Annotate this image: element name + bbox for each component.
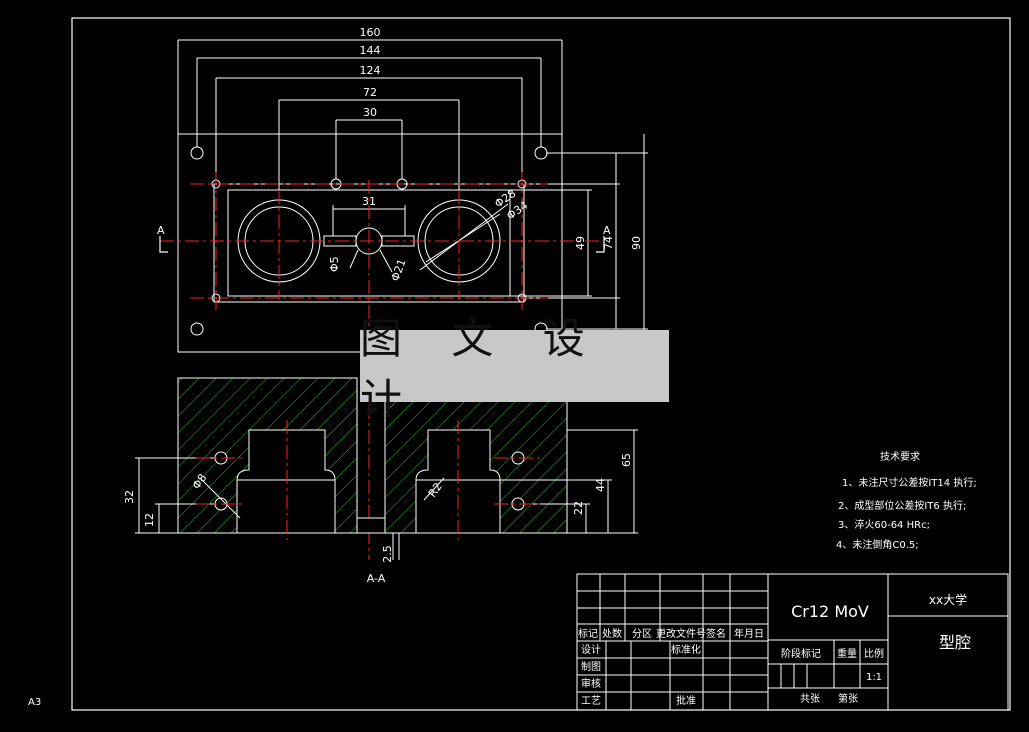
dim-49: 49 [574, 236, 587, 250]
tech-item-2: 2、成型部位公差按IT6 执行; [838, 499, 966, 512]
dim-31: 31 [362, 195, 376, 208]
row-label-zone: 分区 [632, 628, 652, 640]
dim-32: 32 [123, 490, 136, 504]
left-label-process: 工艺 [581, 695, 601, 707]
left-label-check: 审核 [581, 677, 601, 690]
scale-label: 比例 [864, 647, 884, 660]
dim-72: 72 [363, 86, 377, 99]
dim-160: 160 [360, 26, 381, 39]
section-view [135, 377, 638, 560]
title-block [576, 573, 1009, 711]
standardize-label: 标准化 [671, 643, 701, 656]
dim-44: 44 [594, 478, 607, 492]
dim-90: 90 [630, 236, 643, 250]
tech-item-4: 4、未注倒角C0.5; [836, 538, 919, 551]
dim-22: 22 [572, 501, 585, 515]
material-label: Cr12 MoV [791, 602, 869, 621]
part-name-label: 型腔 [939, 633, 971, 652]
section-marker-left: A [157, 224, 165, 237]
dia-21: Φ21 [389, 257, 409, 283]
tech-item-1: 1、未注尺寸公差按IT14 执行; [842, 476, 977, 489]
dim-124: 124 [360, 64, 381, 77]
tech-item-3: 3、淬火60-64 HRc; [838, 518, 930, 531]
row-label-date: 年月日 [734, 627, 764, 640]
section-label: A-A [367, 572, 386, 585]
total-sheets-label: 共张 [800, 693, 820, 705]
row-label-sign: 签名 [706, 627, 726, 640]
dia-5: Φ5 [328, 256, 341, 272]
dim-65: 65 [620, 453, 633, 467]
row-label-change: 更改文件号 [656, 627, 706, 640]
row-label-count: 处数 [602, 627, 622, 640]
sheet-border [71, 17, 1011, 711]
dim-74: 74 [602, 236, 615, 250]
left-label-design: 设计 [581, 643, 601, 656]
plan-centerlines [160, 172, 600, 560]
row-label-mark: 标记 [578, 628, 598, 640]
left-label-draw: 制图 [581, 660, 601, 673]
sheet-no-label: 第张 [838, 692, 858, 705]
section-markers [159, 236, 605, 253]
dim-12: 12 [143, 513, 156, 527]
dim-30: 30 [363, 106, 377, 119]
stage-mark-label: 阶段标记 [781, 647, 821, 660]
dim-144: 144 [360, 44, 381, 57]
scale-value: 1:1 [866, 672, 882, 683]
sheet-size-label: A3 [28, 697, 41, 708]
dim-2-5: 2.5 [381, 545, 394, 563]
section-marker-right: A [603, 224, 611, 237]
school-label: xx大学 [929, 592, 967, 607]
watermark: 图 文 设 计 [360, 314, 669, 424]
weight-label: 重量 [837, 647, 857, 660]
approve-label: 批准 [676, 694, 696, 707]
tech-title: 技术要求 [880, 450, 920, 463]
